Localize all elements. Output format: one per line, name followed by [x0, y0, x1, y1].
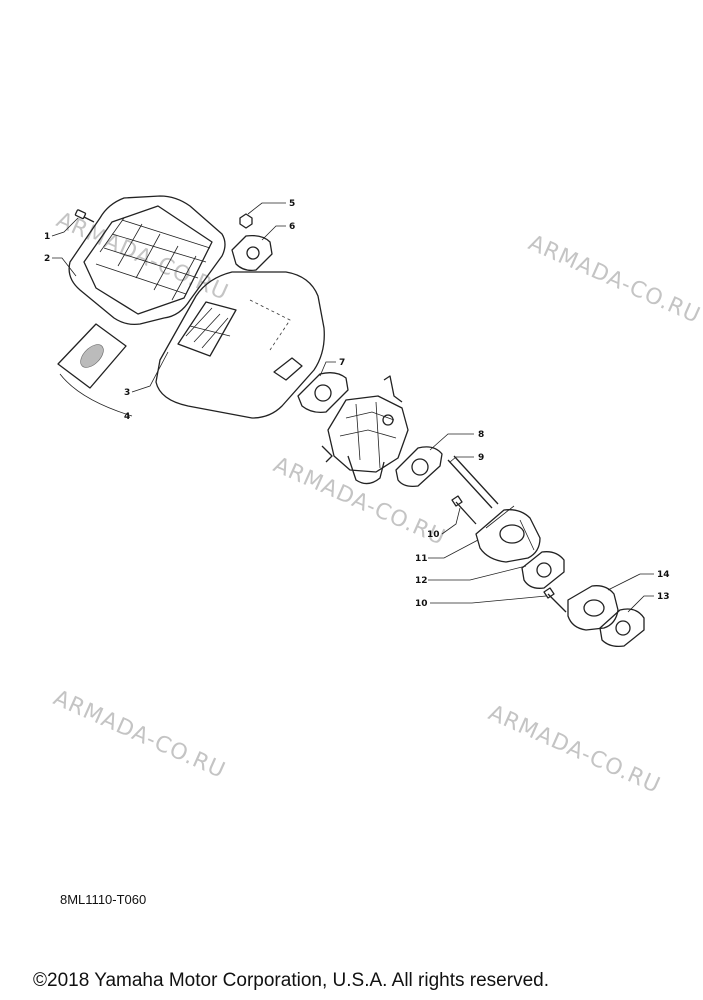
carburetor-part	[321, 375, 409, 485]
nut-part	[239, 213, 253, 229]
gasket-part	[231, 234, 273, 272]
callout-number: 6	[289, 222, 295, 232]
gasket-part	[297, 372, 349, 414]
screw-part	[74, 209, 95, 223]
copyright-notice: ©2018 Yamaha Motor Corporation, U.S.A. A…	[33, 970, 549, 991]
insulator-part	[475, 505, 541, 563]
watermark: ARMADA-CO.RU	[485, 701, 665, 799]
callout-number: 14	[657, 570, 670, 580]
callout-number: 8	[478, 430, 484, 440]
callout-number: 4	[124, 412, 130, 422]
diagram-code: 8ML1110-T060	[60, 892, 147, 907]
air-filter-frame	[68, 195, 226, 326]
callout-number: 3	[124, 388, 130, 398]
watermark: ARMADA-CO.RU	[50, 686, 230, 784]
callout-number: 13	[657, 592, 670, 602]
callout-number: 2	[44, 254, 50, 264]
air-cleaner-cover	[155, 271, 325, 419]
callout-number: 7	[339, 358, 345, 368]
callout-number: 10	[427, 530, 440, 540]
leader-lines	[51, 202, 654, 613]
gasket-part	[521, 551, 565, 589]
stud-bolt-part	[447, 455, 499, 509]
callout-number: 1	[44, 232, 50, 242]
watermark: ARMADA-CO.RU	[270, 453, 450, 551]
manifold-part	[567, 585, 619, 631]
callout-number: 12	[415, 576, 428, 586]
callout-number: 9	[478, 453, 484, 463]
gasket-part	[599, 608, 645, 648]
gasket-part	[395, 446, 443, 488]
callout-number: 11	[415, 554, 428, 564]
bolt-part	[543, 587, 567, 613]
callout-number: 5	[289, 199, 295, 209]
filter-element	[57, 323, 127, 389]
bolt-part	[451, 495, 477, 525]
watermark: ARMADA-CO.RU	[525, 231, 703, 329]
callout-number: 10	[415, 599, 428, 609]
